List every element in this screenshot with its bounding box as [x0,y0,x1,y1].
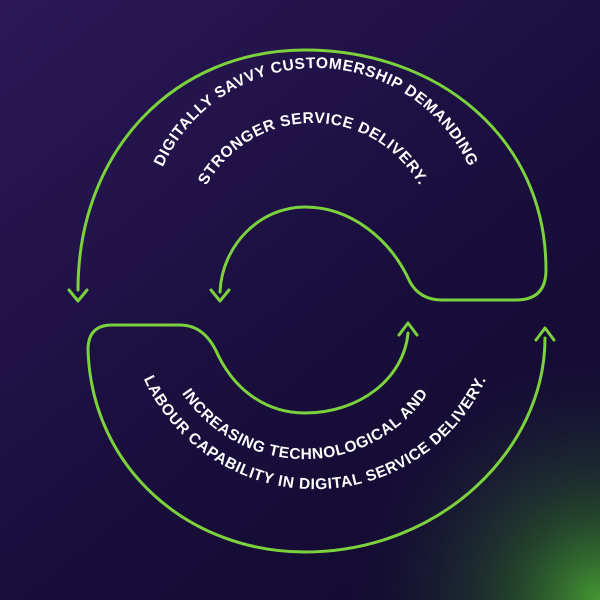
inner-lower-arrowhead [397,321,419,337]
lower-left-shelf [86,323,547,554]
inner-lower-arc [216,331,410,415]
outer-upper-arc [76,48,548,302]
outer-upper-arrowhead [67,288,89,303]
outer-lower-arrowhead [534,326,556,342]
inner-upper-arrowhead [209,288,231,303]
inner-upper-arc [218,205,412,294]
